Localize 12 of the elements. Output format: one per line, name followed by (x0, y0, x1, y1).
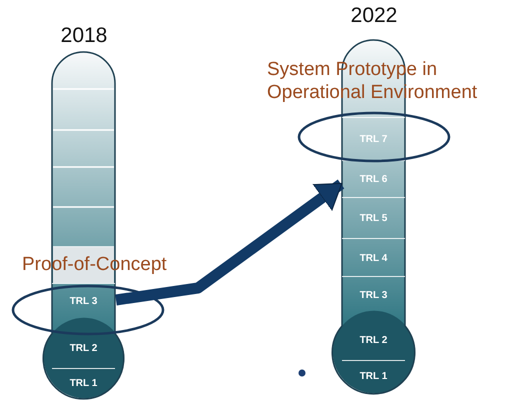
level-label: TRL 4 (360, 252, 388, 264)
level-label: TRL 6 (360, 174, 388, 185)
level-label: TRL 2 (360, 334, 388, 346)
level-label: TRL 2 (70, 342, 98, 354)
level-label: TRL 3 (360, 290, 388, 301)
level-label: TRL 3 (70, 296, 98, 307)
level-label: TRL 5 (360, 213, 388, 224)
level-label: TRL 1 (360, 370, 388, 382)
year-heading: 2018 (60, 24, 108, 48)
level-label: TRL 7 (360, 134, 388, 145)
level-label: TRL 1 (70, 378, 98, 388)
year-heading: 2022 (350, 4, 398, 28)
